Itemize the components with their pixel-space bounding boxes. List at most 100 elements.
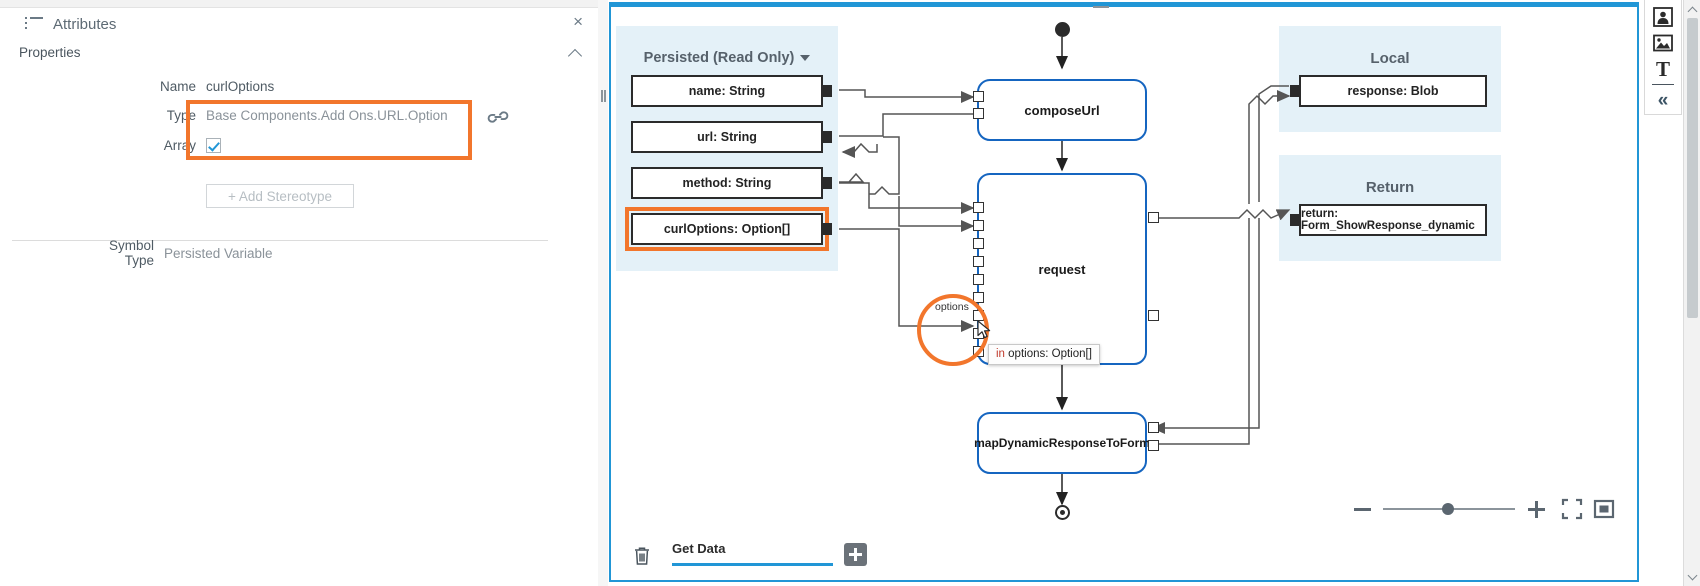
port-tooltip: in options: Option[] <box>988 344 1100 365</box>
scrollbar-thumb[interactable] <box>1687 18 1698 318</box>
image-icon[interactable] <box>1650 30 1676 56</box>
scroll-up-icon[interactable] <box>1688 5 1697 14</box>
canvas-top-accent <box>611 4 1637 7</box>
section-divider <box>12 240 548 241</box>
zoom-in-icon[interactable] <box>1525 498 1547 520</box>
pin-request-out-1[interactable] <box>1148 212 1159 223</box>
variable-label-name: name: String <box>688 84 766 98</box>
array-label: Array <box>163 138 196 153</box>
name-value[interactable]: curlOptions <box>206 79 275 94</box>
pin-request-out-2[interactable] <box>1148 310 1159 321</box>
variable-box-curloptions[interactable]: curlOptions: Option[] <box>625 207 832 251</box>
name-field-row: Name curlOptions <box>140 79 274 94</box>
zoom-out-icon[interactable] <box>1351 498 1373 520</box>
add-tab-button[interactable] <box>844 543 867 566</box>
scroll-down-icon[interactable] <box>1688 572 1697 581</box>
variable-box-response[interactable]: response: Blob <box>1290 75 1487 107</box>
add-stereotype-button[interactable]: + Add Stereotype <box>206 184 354 208</box>
pin-request-in-options[interactable] <box>973 310 984 321</box>
variable-label-response: response: Blob <box>1347 84 1439 98</box>
group-title-local: Local <box>1370 50 1410 67</box>
start-node-icon <box>1055 22 1070 37</box>
pin-request-in-3[interactable] <box>973 238 984 249</box>
node-label-composeurl: composeUrl <box>1024 102 1100 118</box>
zoom-slider-knob[interactable] <box>1442 503 1454 515</box>
type-value[interactable]: Base Components.Add Ons.URL.Option <box>206 108 448 123</box>
properties-panel: Attributes × Properties Name curlOptions… <box>0 0 604 586</box>
connector-lines <box>839 37 1291 506</box>
node-label-request: request <box>1038 261 1086 277</box>
chevron-double-left-icon[interactable]: « <box>1657 90 1669 112</box>
variable-label-curloptions: curlOptions: Option[] <box>663 222 791 236</box>
symbol-type-value: Persisted Variable <box>164 245 273 261</box>
chevron-up-icon[interactable] <box>568 45 584 61</box>
right-tool-palette: T « <box>1644 0 1682 115</box>
properties-section-header: Properties <box>0 42 604 70</box>
array-checkbox[interactable] <box>206 138 221 153</box>
person-icon[interactable] <box>1650 4 1676 30</box>
tooltip-text: options: Option[] <box>1004 348 1092 360</box>
properties-label: Properties <box>19 45 81 60</box>
symbol-type-row: Symbol Type Persisted Variable <box>84 238 273 268</box>
name-label: Name <box>159 79 196 94</box>
variable-box-name[interactable]: name: String <box>631 75 832 107</box>
splitter-grip-icon <box>600 90 606 102</box>
pin-request-in-8[interactable] <box>973 346 984 357</box>
port-in[interactable] <box>1290 214 1300 226</box>
variable-label-method: method: String <box>682 176 772 190</box>
symbol-type-label: Symbol Type <box>108 238 154 268</box>
toolbar-divider <box>1652 84 1674 86</box>
zoom-controls <box>1347 498 1615 520</box>
end-node-icon <box>1055 505 1070 520</box>
variable-box-method[interactable]: method: String <box>631 167 832 199</box>
link-icon[interactable] <box>487 107 509 127</box>
activity-node-request[interactable]: request <box>977 173 1147 365</box>
trash-icon[interactable] <box>633 546 651 566</box>
close-icon[interactable]: × <box>573 12 583 31</box>
panel-top-strip <box>0 0 604 8</box>
flow-diagram-canvas[interactable]: Persisted (Read Only) Local Return <box>609 2 1639 582</box>
group-label-persisted: Persisted (Read Only) <box>643 50 795 66</box>
group-title-persisted: Persisted (Read Only) <box>616 50 838 66</box>
diagram-bottom-bar: Get Data <box>611 528 1637 580</box>
activity-node-composeurl[interactable]: composeUrl <box>977 79 1147 141</box>
pin-request-in-5[interactable] <box>973 274 984 285</box>
pin-request-in-1[interactable] <box>973 202 984 213</box>
port-out[interactable] <box>822 131 832 143</box>
pin-request-in-2[interactable] <box>973 220 984 231</box>
pin-mapdynamic-out-2[interactable] <box>1148 440 1159 451</box>
port-in[interactable] <box>1290 85 1300 97</box>
panel-splitter[interactable] <box>598 0 608 586</box>
tooltip-keyword: in <box>996 348 1005 360</box>
variable-box-return[interactable]: return: Form_ShowResponse_dynamic <box>1290 204 1487 236</box>
pin-composeurl-in-1[interactable] <box>973 91 984 102</box>
pin-request-in-6[interactable] <box>973 292 984 303</box>
type-field-row: Type Base Components.Add Ons.URL.Option <box>140 108 448 123</box>
array-field-row: Array <box>140 138 221 153</box>
variable-box-url[interactable]: url: String <box>631 121 832 153</box>
pin-label-options: options <box>935 301 969 313</box>
panel-title: Attributes <box>53 15 117 33</box>
port-out[interactable] <box>822 223 832 235</box>
port-out[interactable] <box>822 85 832 97</box>
text-icon[interactable]: T <box>1655 56 1670 81</box>
fit-screen-icon[interactable] <box>1561 498 1583 520</box>
zoom-slider[interactable] <box>1383 498 1515 520</box>
group-title-return: Return <box>1365 179 1415 196</box>
port-out[interactable] <box>822 177 832 189</box>
pin-request-in-4[interactable] <box>973 256 984 267</box>
pin-mapdynamic-out-1[interactable] <box>1148 422 1159 433</box>
variable-label-return: return: Form_ShowResponse_dynamic <box>1301 208 1475 232</box>
tab-get-data[interactable]: Get Data <box>672 541 833 566</box>
mouse-cursor-icon <box>977 320 993 340</box>
activity-node-mapdynamicresponsetoform[interactable]: mapDynamicResponseToForm <box>974 412 1150 474</box>
attributes-header: Attributes <box>0 8 604 40</box>
chevron-down-icon[interactable] <box>800 55 811 62</box>
page-scrollbar[interactable] <box>1683 0 1700 586</box>
zoom-to-selection-icon[interactable] <box>1593 498 1615 520</box>
canvas-drag-grip-icon[interactable] <box>1093 4 1109 10</box>
variable-label-url: url: String <box>697 130 757 144</box>
list-icon <box>25 17 43 31</box>
pin-composeurl-in-2[interactable] <box>973 108 984 119</box>
